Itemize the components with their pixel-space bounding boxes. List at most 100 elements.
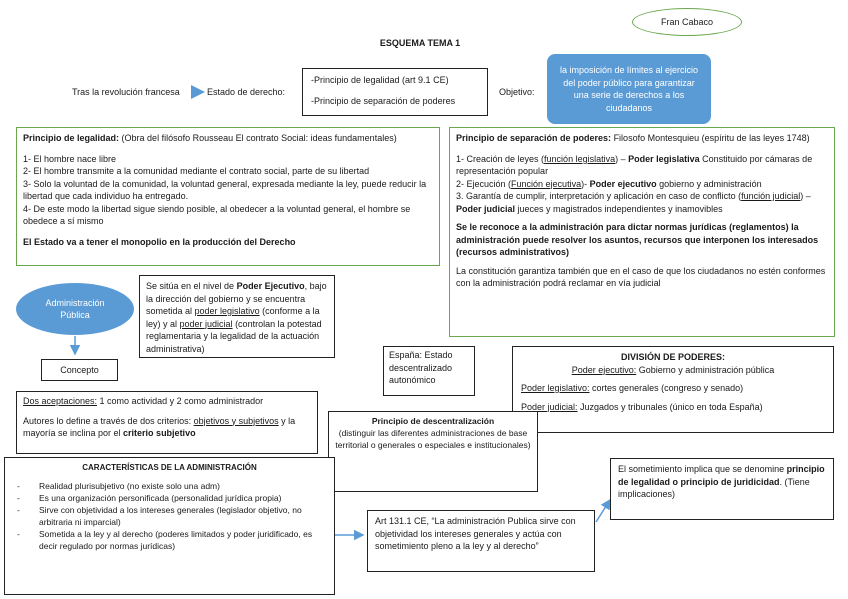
criterio-subjetivo: criterio subjetivo: [123, 428, 196, 438]
division-label: Poder ejecutivo:: [571, 364, 637, 375]
ejecutivo-text: (conforme a la ley) y al: [146, 306, 320, 329]
aceptaciones-text: 1 como actividad y 2 como administrador: [97, 396, 264, 406]
legalidad-title: Principio de legalidad:: [23, 133, 120, 143]
list-item-text: Realidad plurisubjetivo (no existe solo …: [39, 481, 220, 491]
list-item-text: Es una organización personificada (perso…: [39, 493, 282, 503]
objective-box: la imposición de límites al ejercicio de…: [547, 54, 711, 124]
caracteristicas-title: CARACTERÍSTICAS DE LA ADMINISTRACIÓN: [82, 463, 257, 472]
admin-publica-label: Administración Pública: [45, 298, 105, 320]
principle-legalidad: -Principio de legalidad (art 9.1 CE): [311, 75, 449, 85]
separacion-heading: Principio de separación de poderes: Filo…: [456, 132, 828, 145]
item-text: ) –: [615, 153, 629, 164]
concepto-label: Concepto: [60, 365, 99, 375]
division-judicial: Poder judicial: Juzgados y tribunales (ú…: [521, 401, 825, 414]
separacion-item-judicial: 3. Garantía de cumplir, interpretación y…: [456, 190, 828, 215]
sometimiento-principio: principio de legalidad o principio de ju…: [618, 464, 825, 487]
sometimiento-text: . (Tiene implicaciones): [618, 476, 810, 500]
separacion-title: Principio de separación de poderes:: [456, 133, 612, 143]
separacion-box: Principio de separación de poderes: Filo…: [449, 127, 835, 337]
legalidad-box: Principio de legalidad: (Obra del filóso…: [16, 127, 440, 266]
list-item: - Es una organización personificada (per…: [17, 492, 326, 504]
legalidad-item: 1- El hombre nace libre: [23, 153, 117, 164]
list-item: - Realidad plurisubjetivo (no existe sol…: [17, 480, 326, 492]
espana-text: España: Estado descentralizado autonómic…: [389, 350, 453, 385]
item-text: 1- Creación de leyes (: [456, 153, 545, 164]
item-text: gobierno y administración: [656, 178, 762, 189]
criterios-tipos: objetivos y subjetivos: [193, 415, 279, 426]
separacion-reglamentos: Se le reconoce a la administración para …: [456, 222, 819, 257]
ejecutivo-legislativo: poder legislativo: [194, 306, 260, 316]
legalidad-item: 3- Solo la voluntad de la comunidad, la …: [23, 178, 427, 202]
item-text: Constituido por cámaras de representació…: [456, 153, 813, 177]
art131-text: Art 131.1 CE, “La administración Publica…: [375, 516, 576, 551]
sometimiento-text: El sometimiento implica que se denomine: [618, 464, 787, 474]
division-title: DIVISIÓN DE PODERES:: [620, 352, 726, 362]
item-text: ) –: [800, 191, 811, 201]
descentralizacion-text: (distinguir las diferentes administracio…: [335, 428, 531, 450]
aceptaciones-label: Dos aceptaciones:: [23, 396, 98, 406]
list-item-text: Sirve con objetividad a los intereses ge…: [39, 505, 302, 527]
aceptaciones-box: Dos aceptaciones: 1 como actividad y 2 c…: [16, 391, 318, 454]
item-text: )-: [581, 178, 590, 189]
list-item-text: Sometida a la ley y al derecho (poderes …: [39, 529, 313, 551]
objective-label: Objetivo:: [499, 87, 535, 97]
descentralizacion-title: Principio de descentralización: [371, 416, 495, 426]
ejecutivo-judicial: poder judicial: [179, 318, 233, 329]
aceptaciones-line: Dos aceptaciones: 1 como actividad y 2 c…: [23, 395, 311, 408]
admin-publica-node: Administración Pública: [16, 283, 134, 335]
division-ejecutivo: Poder ejecutivo: Gobierno y administraci…: [521, 364, 825, 377]
item-funcion: Función ejecutiva: [511, 178, 582, 189]
criterios-text: Autores lo define a través de dos criter…: [23, 415, 194, 426]
bullet: -: [17, 529, 20, 539]
caracteristicas-list: - Realidad plurisubjetivo (no existe sol…: [13, 480, 326, 552]
separacion-item-ejecutiva: 2- Ejecución (Función ejecutiva)- Poder …: [456, 178, 828, 191]
ejecutivo-text: , bajo la dirección del gobierno y se en…: [146, 281, 327, 316]
page-title: ESQUEMA TEMA 1: [379, 38, 461, 48]
estado-principles-box: -Principio de legalidad (art 9.1 CE) -Pr…: [302, 68, 488, 116]
list-item: - Sirve con objetividad a los intereses …: [17, 504, 326, 528]
objective-text: la imposición de límites al ejercicio de…: [559, 65, 699, 113]
arrow-art131-sometimiento: [595, 498, 611, 523]
legalidad-subtitle: (Obra del filósofo Rousseau El contrato …: [121, 133, 397, 143]
division-text: Gobierno y administración pública: [636, 364, 775, 375]
intro-estado: Estado de derecho:: [207, 87, 286, 97]
bullet: -: [17, 481, 20, 491]
legalidad-item: 2- El hombre transmite a la comunidad me…: [23, 166, 370, 176]
legalidad-heading: Principio de legalidad: (Obra del filóso…: [23, 132, 433, 145]
caracteristicas-box: CARACTERÍSTICAS DE LA ADMINISTRACIÓN - R…: [4, 457, 335, 595]
criterios-line: Autores lo define a través de dos criter…: [23, 415, 311, 440]
item-text: 2- Ejecución (: [456, 178, 512, 189]
ejecutivo-poder: Poder Ejecutivo: [236, 281, 305, 291]
bullet: -: [17, 493, 20, 503]
separacion-garantia: La constitución garantiza también que en…: [456, 265, 826, 289]
division-legislativo: Poder legislativo: cortes generales (con…: [521, 382, 825, 395]
espana-box: España: Estado descentralizado autonómic…: [383, 346, 475, 396]
item-funcion: función judicial: [741, 191, 801, 201]
author-name: Fran Cabaco: [660, 17, 714, 27]
separacion-item-legislativa: 1- Creación de leyes (función legislativ…: [456, 153, 828, 178]
item-text: jueces y magistrados independientes y in…: [515, 203, 723, 214]
division-text: Juzgados y tribunales (único en toda Esp…: [577, 401, 763, 412]
ejecutivo-text: (controlan la potestad reglamentaria y l…: [146, 318, 322, 354]
division-label: Poder legislativo:: [521, 383, 590, 393]
division-label: Poder judicial:: [521, 401, 578, 412]
bullet: -: [17, 505, 20, 515]
sometimiento-box: El sometimiento implica que se denomine …: [610, 458, 834, 520]
descentralizacion-box: Principio de descentralización (distingu…: [328, 411, 538, 492]
author-badge: Fran Cabaco: [632, 8, 742, 36]
list-item: - Sometida a la ley y al derecho (podere…: [17, 528, 326, 552]
item-text: 3. Garantía de cumplir, interpretación y…: [456, 191, 742, 201]
separacion-subtitle: Filosofo Montesquieu (espíritu de las le…: [613, 133, 810, 143]
ejecutivo-box: Se sitúa en el nivel de Poder Ejecutivo,…: [139, 275, 335, 358]
item-poder: Poder legislativa: [628, 153, 700, 164]
criterios-text: y la mayoría se inclina por el: [23, 415, 296, 439]
art131-box: Art 131.1 CE, “La administración Publica…: [367, 510, 595, 572]
intro-revolucion: Tras la revolución francesa: [72, 87, 180, 97]
ejecutivo-text: Se sitúa en el nivel de: [146, 281, 237, 291]
legalidad-conclusion: El Estado va a tener el monopolio en la …: [23, 236, 296, 247]
division-text: cortes generales (congreso y senado): [589, 383, 744, 393]
item-poder: Poder ejecutivo: [589, 178, 657, 189]
legalidad-item: 4- De este modo la libertad sigue siendo…: [23, 203, 411, 227]
item-funcion: función legislativa: [544, 153, 616, 164]
